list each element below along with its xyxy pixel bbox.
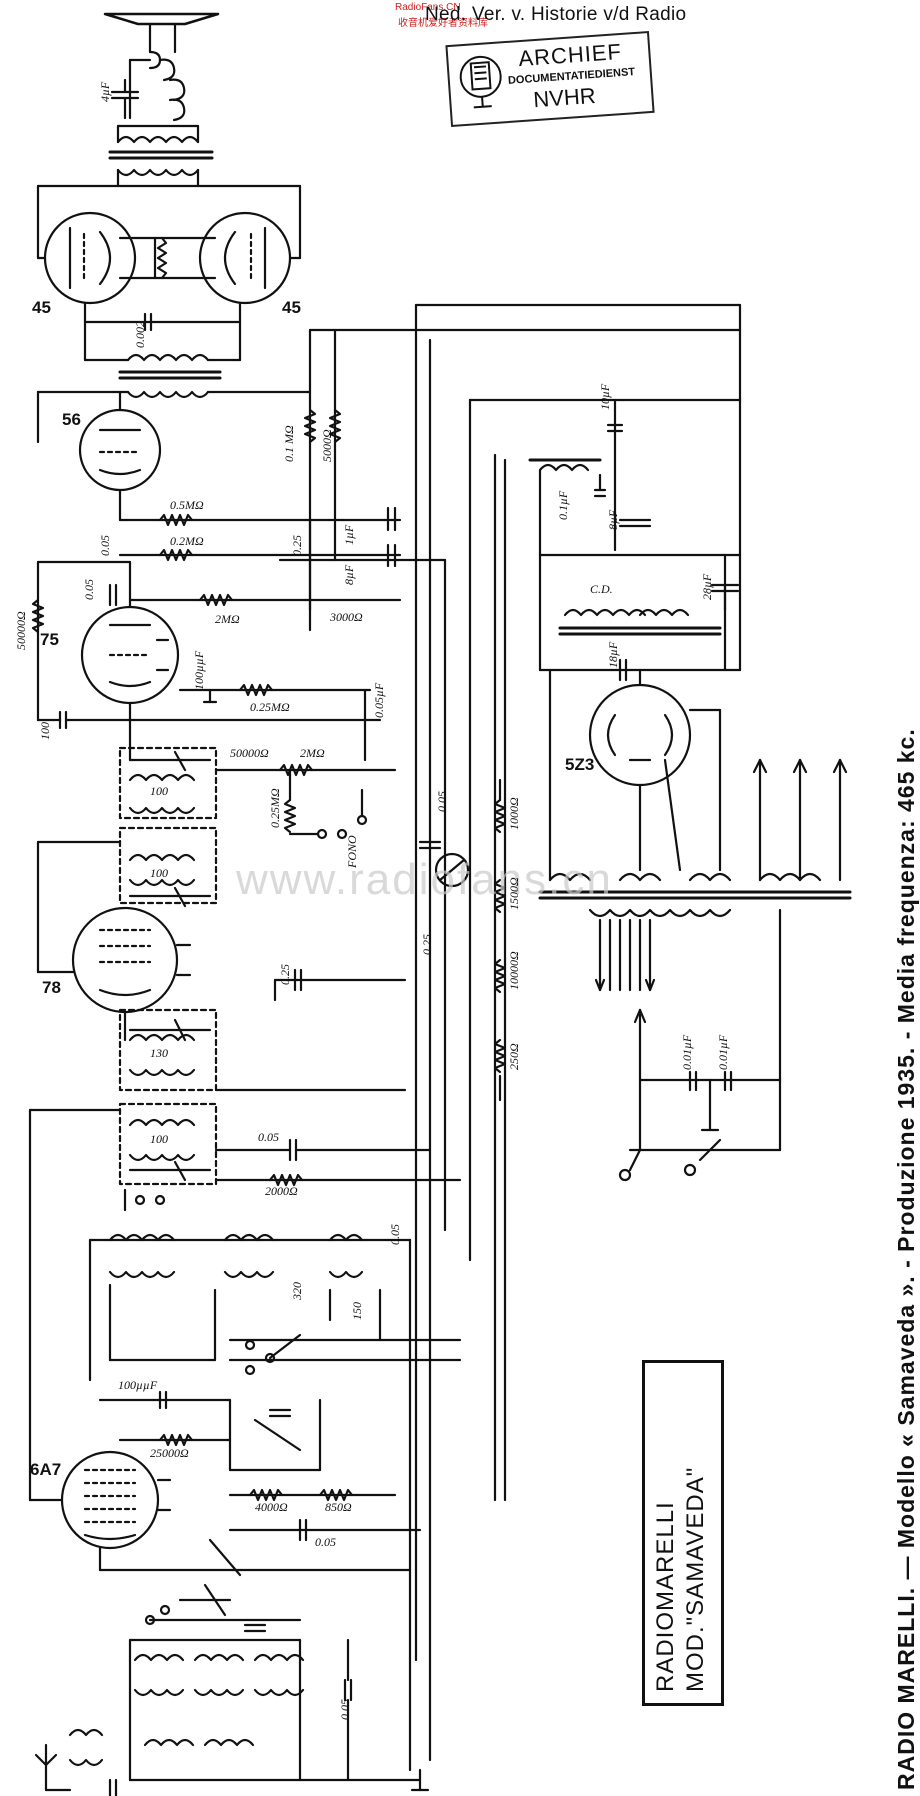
label-c-005b: 0.05 (82, 579, 96, 600)
label-c-001uf-b: 0.01µF (716, 1034, 730, 1070)
label-c-005c: 0.05 (435, 791, 449, 812)
label-c-005a: 0.05 (98, 535, 112, 556)
tube-label-78: 78 (42, 978, 61, 997)
tube-label-6a7: 6A7 (30, 1460, 62, 1479)
label-c-8uf-b: 8µF (606, 509, 620, 530)
nvhr-logo (459, 55, 502, 109)
label-c-005g: 0.05 (338, 1699, 352, 1720)
label-r-5000: 5000Ω (320, 429, 334, 462)
model-box-line-1: RADIOMARELLI (652, 1501, 679, 1692)
label-r-850: 850Ω (325, 1500, 352, 1514)
label-c-10uf: 10µF (598, 383, 612, 410)
faint-watermark: www.radiofans.cn (236, 855, 613, 904)
label-c-100uuf: 100µµF (192, 650, 206, 690)
if-transformer-4 (118, 1102, 218, 1186)
tube-56 (78, 390, 162, 522)
tube-label-45-left: 45 (32, 298, 51, 317)
label-c-005f: 0.05 (315, 1535, 336, 1549)
tube-45-left (43, 211, 137, 305)
label-c-025c: 0.25 (278, 964, 292, 985)
label-c-130: 130 (150, 1046, 168, 1060)
label-r-02m: 0.2MΩ (170, 534, 204, 548)
label-c-1uf: 1µF (342, 524, 356, 545)
tube-78 (71, 906, 192, 1014)
label-c-18uf: 18µF (606, 641, 620, 668)
archive-stamp: ARCHIEF DOCUMENTATIEDIENST NVHR (445, 30, 655, 128)
if-transformer-2 (118, 746, 218, 820)
label-r-3000: 3000Ω (330, 610, 363, 624)
label-if-cap-2: 100 (150, 866, 168, 880)
label-c-8uf: 8µF (342, 564, 356, 585)
label-c-005uf: 0.05µF (372, 682, 386, 718)
label-r-4000: 4000Ω (255, 1500, 288, 1514)
label-r-10000: 10000Ω (507, 951, 521, 990)
model-box-line-2: MOD."SAMAVEDA" (682, 1466, 709, 1692)
interstage-transformer (36, 320, 312, 444)
label-c-100uuf-b: 100µµF (118, 1378, 158, 1392)
label-if-cap-1: 100 (150, 784, 168, 798)
label-r-1500: 1500Ω (507, 877, 521, 910)
label-c-001uf: 0.01µF (680, 1034, 694, 1070)
label-c-025: 0.25 (290, 535, 304, 556)
label-fono: FONO (345, 835, 359, 868)
label-pp-cap: 0.002 (133, 321, 147, 348)
oscillator-coil-bank (88, 1233, 412, 1382)
label-r-1000: 1000Ω (507, 797, 521, 830)
label-r-50000b: 50000Ω (230, 746, 269, 760)
label-c-100: 100 (38, 722, 52, 740)
tube-label-56: 56 (62, 410, 81, 429)
if-transformer-1 (118, 826, 218, 908)
output-transformer (108, 124, 214, 188)
label-c-025b: 0.25 (420, 934, 434, 955)
label-r-025mb: 0.25MΩ (268, 788, 282, 828)
tube-label-5z3: 5Z3 (565, 755, 595, 774)
label-r-25000: 25000Ω (150, 1446, 189, 1460)
label-r-2mb: 2MΩ (300, 746, 325, 760)
tube-label-75: 75 (40, 630, 59, 649)
label-r-2m: 2MΩ (215, 612, 240, 626)
if-transformer-3 (118, 1008, 218, 1092)
power-transformer (538, 872, 852, 918)
field-coil-cd (558, 608, 722, 636)
label-r-2000: 2000Ω (265, 1184, 298, 1198)
tube-6a7 (60, 1450, 172, 1550)
model-box (642, 1360, 724, 1706)
label-speaker-cap: 4µF (98, 81, 112, 102)
schematic-caption: RADIO MARELLI. — Modello « Samaveda ». -… (893, 728, 919, 1790)
label-r-05m: 0.5MΩ (170, 498, 204, 512)
label-c-005e: 0.05 (388, 1224, 402, 1245)
label-r-025m: 0.25MΩ (250, 700, 290, 714)
label-r-50000: 50000Ω (14, 611, 28, 650)
label-c-005d: 0.05 (258, 1130, 279, 1144)
stamp-line-3: NVHR (532, 82, 597, 113)
tube-label-45-right: 45 (282, 298, 301, 317)
society-title: Ned. Ver. v. Historie v/d Radio (425, 4, 687, 25)
label-c-150: 150 (350, 1302, 364, 1320)
antenna-coils (68, 1638, 305, 1782)
label-r-01m: 0.1 MΩ (282, 425, 296, 462)
label-c-320: 320 (290, 1282, 304, 1300)
label-c-100b: 100 (150, 1132, 168, 1146)
watermark-cn: 收音机爱好者资料库 (398, 18, 488, 29)
label-c-01uf: 0.1µF (556, 490, 570, 520)
tube-5z3 (588, 683, 692, 787)
loudspeaker (103, 12, 220, 122)
label-c-28uf: 28µF (700, 573, 714, 600)
tube-45-right (198, 211, 292, 305)
tube-75 (80, 605, 180, 705)
label-r-250: 250Ω (507, 1043, 521, 1070)
label-field-coil: C.D. (590, 582, 613, 596)
watermark-en: RadioFans.CN (395, 2, 461, 13)
hum-bucking-coil (528, 458, 602, 557)
